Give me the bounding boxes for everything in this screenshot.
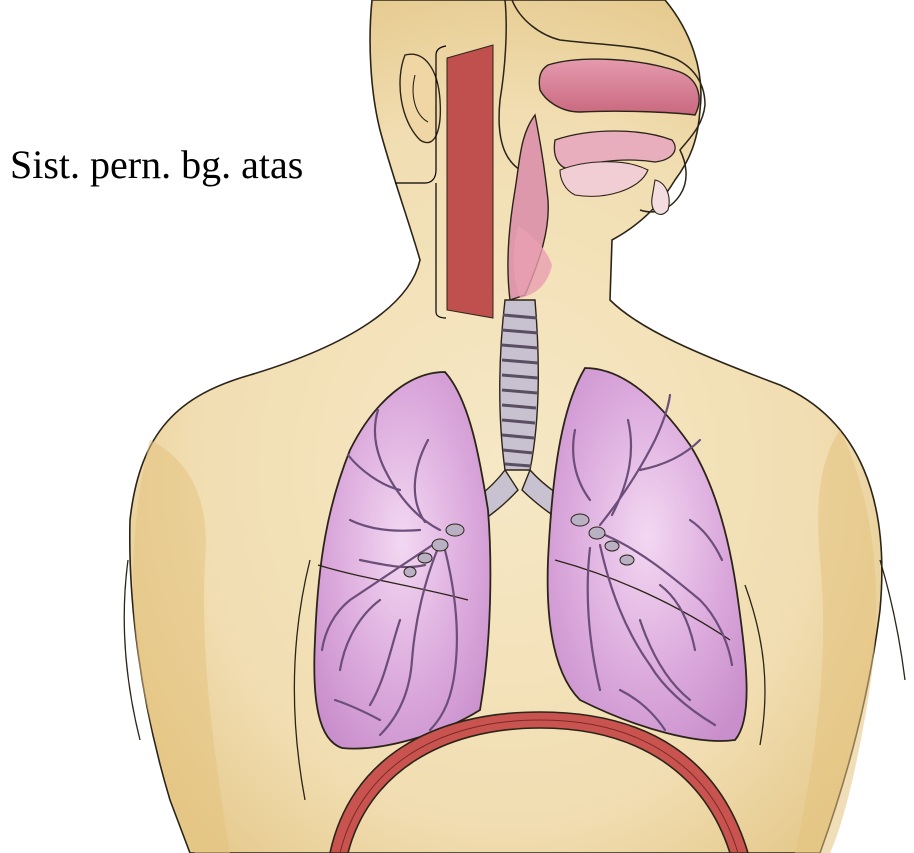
upper-tract-highlight-bar	[447, 45, 493, 318]
arm-edge-right	[880, 560, 905, 680]
upper-respiratory-label: Sist. pern. bg. atas	[10, 141, 303, 189]
trachea	[500, 300, 539, 470]
